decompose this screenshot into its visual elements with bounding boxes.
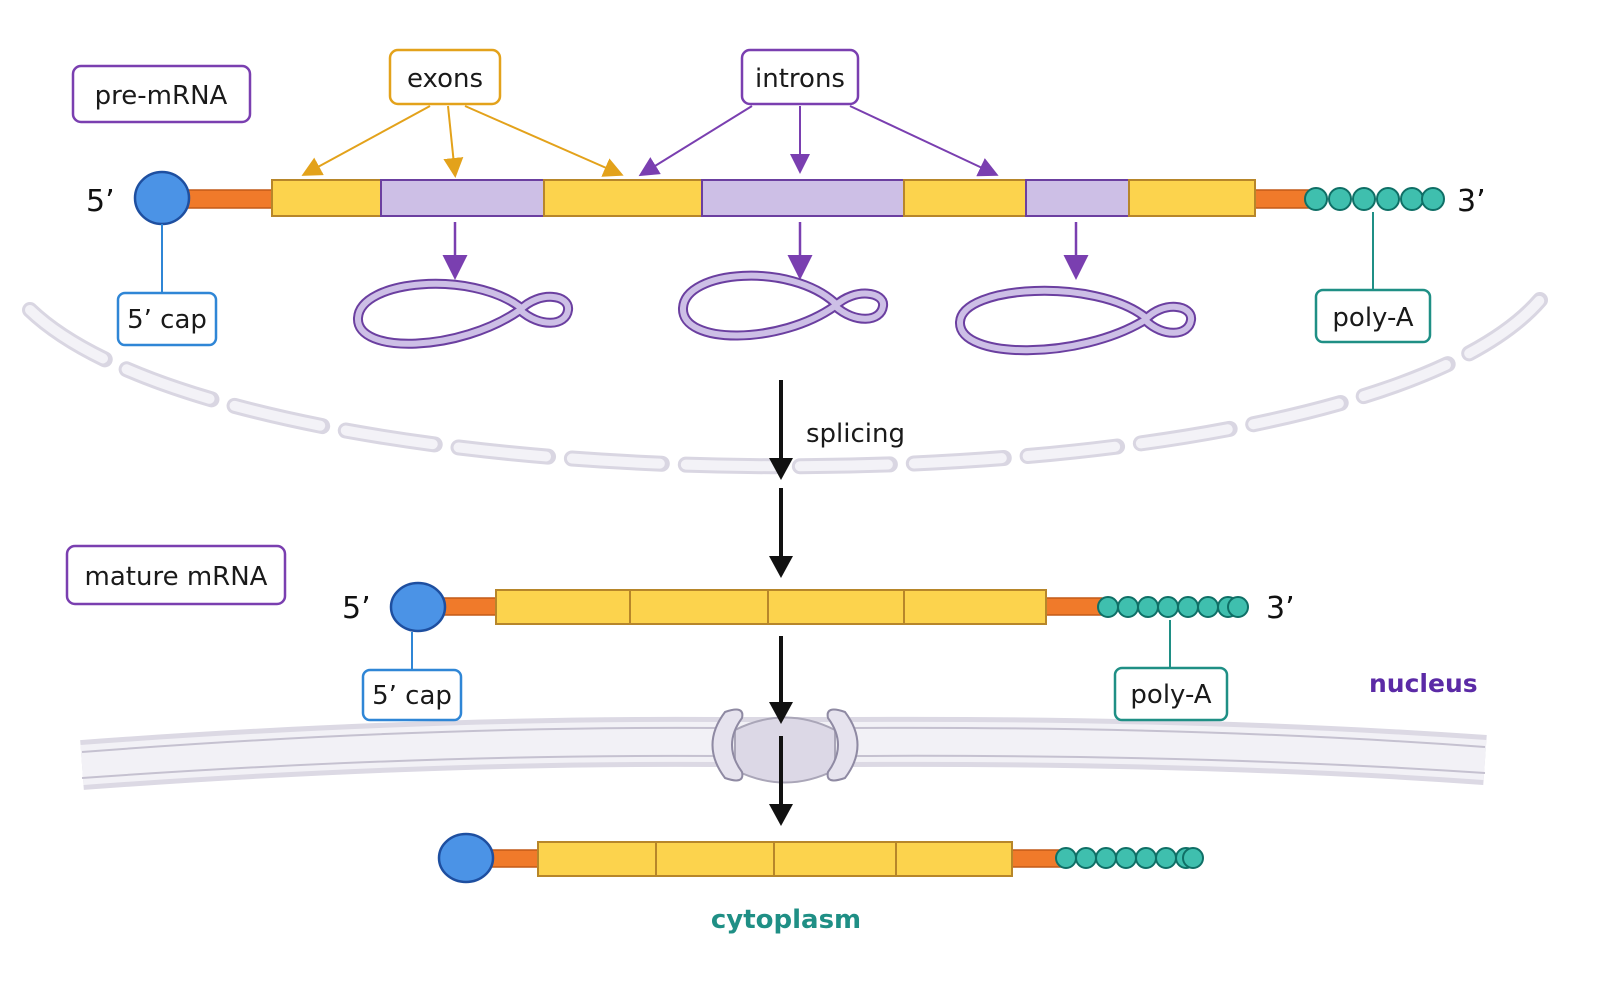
splicing-label: splicing [806,419,905,449]
cytoplasm-label: cytoplasm [711,905,861,935]
exon-2 [543,179,703,217]
exons-label-box: exons [388,48,502,106]
cap-callout-top: 5’ cap [116,224,218,347]
poly-a-tail-top [1304,187,1445,211]
exon-1 [271,179,382,217]
introns-label-box: introns [740,48,860,106]
intron-2 [701,179,905,217]
lariat-2 [678,270,888,341]
intron-1 [380,179,545,217]
pre-mrna-label: pre-mRNA [95,81,228,111]
nuclear-envelope [22,292,1548,475]
poly-a-tail-bottom [1055,847,1204,869]
mature-mrna-label-box: mature mRNA [65,544,287,606]
five-prime-end-mid: 5’ [342,591,371,626]
polya-callout-top: poly-A [1314,212,1432,344]
five-prime-end-top: 5’ [86,184,115,219]
introns-label: introns [755,64,845,94]
nucleus-label: nucleus [1369,669,1478,698]
exon-3 [903,179,1027,217]
splicing-arrow [769,380,793,578]
mature-mrna-label: mature mRNA [85,562,268,592]
poly-a-tail-mid [1097,596,1249,618]
polya-callout-mid: poly-A [1113,620,1229,722]
intron-pointer-arrows [638,105,999,177]
five-prime-cap-top [133,170,191,226]
mature-mrna-strand [389,581,1249,633]
intron-3 [1025,179,1130,217]
export-arrow [769,636,793,826]
intron-lariats [353,270,1196,356]
polya-label-mid: poly-A [1130,680,1211,710]
pre-mrna-label-box: pre-mRNA [71,64,252,124]
nuclear-pore [711,708,859,784]
pre-mrna-strand [133,170,1445,226]
cytoplasm-mrna-strand [437,832,1204,884]
excision-arrows [442,222,1089,280]
exons-label: exons [407,64,483,94]
exon-4 [1128,179,1256,217]
cap-label-mid: 5’ cap [372,681,452,711]
three-prime-end-mid: 3’ [1266,591,1295,626]
lariat-1 [353,278,573,349]
cap-label-top: 5’ cap [127,305,207,335]
exon-pointer-arrows [301,105,624,178]
lariat-3 [955,285,1196,356]
cap-callout-mid: 5’ cap [361,632,463,722]
three-prime-end-top: 3’ [1457,184,1486,219]
polya-label-top: poly-A [1332,303,1413,333]
five-prime-cap-mid [389,581,447,633]
five-prime-cap-bottom [437,832,495,884]
